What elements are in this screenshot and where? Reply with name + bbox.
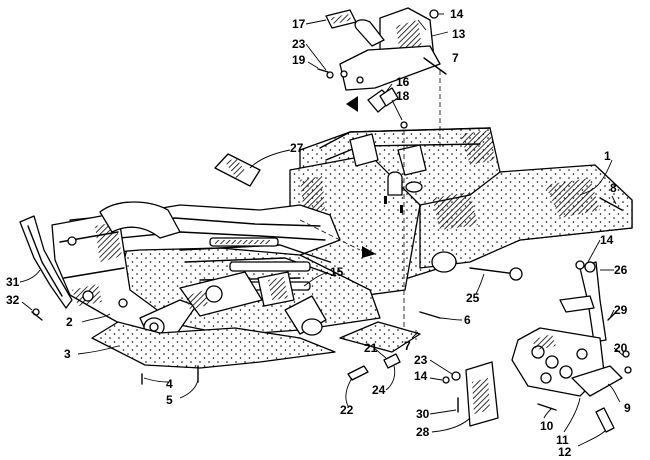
- callout-26: 26: [614, 263, 628, 277]
- reference-lines: [299, 70, 441, 340]
- callout-9: 9: [624, 401, 631, 415]
- callout-17: 17: [292, 17, 306, 31]
- callout-30: 30: [416, 407, 430, 421]
- callouts: 1 2 3 4 5 6 7 7 8 9 10 11 12 13 14 14 14…: [6, 7, 631, 459]
- callout-11: 11: [556, 433, 569, 447]
- callout-3: 3: [64, 347, 71, 361]
- callout-6: 6: [464, 313, 471, 327]
- small-plate: [339, 321, 421, 353]
- upper-mount: [325, 7, 441, 113]
- arrow-marker: [362, 246, 376, 258]
- callout-21: 21: [364, 341, 378, 355]
- steering-housing: [511, 327, 623, 397]
- callout-31: 31: [6, 275, 20, 289]
- callout-20: 20: [614, 341, 628, 355]
- front-strap: [19, 215, 73, 316]
- bracket-28: [465, 361, 499, 427]
- callout-8: 8: [610, 181, 617, 195]
- callout-28: 28: [416, 425, 430, 439]
- callout-24: 24: [372, 383, 386, 397]
- callout-29: 29: [614, 303, 628, 317]
- hardware: [31, 9, 632, 433]
- callout-5: 5: [166, 393, 173, 407]
- callout-13: 13: [452, 27, 466, 41]
- belly-pan: [91, 321, 336, 369]
- callout-14-right: 14: [600, 233, 614, 247]
- arrow-marker: [346, 96, 358, 112]
- callout-14-top: 14: [450, 7, 464, 21]
- callout-4: 4: [166, 377, 173, 391]
- callout-16: 16: [396, 75, 410, 89]
- bracket-27: [214, 153, 261, 187]
- leader-lines: [19, 13, 625, 447]
- main-frame: [289, 127, 633, 301]
- callout-27: 27: [290, 141, 304, 155]
- callout-25: 25: [466, 291, 480, 305]
- callout-10: 10: [540, 419, 554, 433]
- callout-23-upper: 23: [292, 37, 306, 51]
- callout-2: 2: [66, 315, 73, 329]
- callout-32: 32: [6, 293, 20, 307]
- callout-12: 12: [558, 445, 572, 459]
- callout-7-upper: 7: [452, 51, 459, 65]
- callout-23-lower: 23: [414, 353, 428, 367]
- front-frame: [51, 201, 381, 341]
- callout-1: 1: [604, 149, 611, 163]
- callout-18: 18: [396, 89, 410, 103]
- callout-22: 22: [340, 403, 354, 417]
- callout-15: 15: [330, 265, 344, 279]
- callout-7-lower: 7: [404, 339, 411, 353]
- callout-14-lower: 14: [414, 369, 428, 383]
- steering-post: [559, 261, 607, 343]
- callout-19: 19: [292, 53, 306, 67]
